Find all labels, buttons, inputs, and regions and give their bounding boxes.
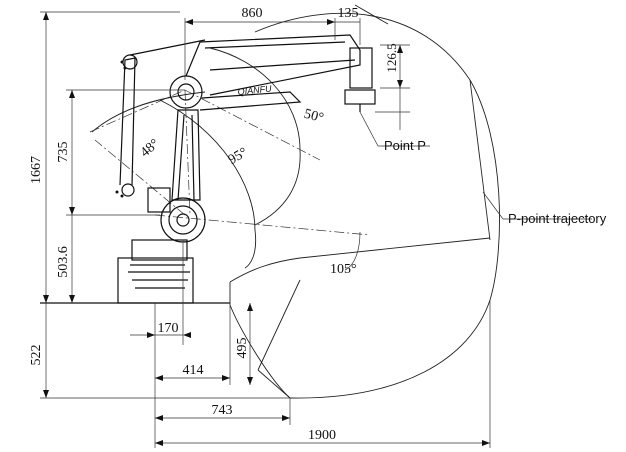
angle-105: 105° <box>330 262 357 277</box>
dim-126-5: 126.5 <box>384 43 399 72</box>
angle-48: 48° <box>138 136 163 160</box>
top-dimensions <box>184 18 410 130</box>
dim-1900: 1900 <box>308 428 336 443</box>
dim-522: 522 <box>29 345 44 366</box>
trajectory-label: P-point trajectory <box>508 211 607 226</box>
angle-50: 50° <box>302 107 325 127</box>
dim-414: 414 <box>183 363 204 378</box>
dim-503-6: 503.6 <box>56 246 71 278</box>
brand-label: QIANFU <box>237 83 272 97</box>
dim-170: 170 <box>158 321 179 336</box>
wrist <box>349 47 373 89</box>
dim-860: 860 <box>242 6 263 21</box>
left-dimensions <box>40 11 290 399</box>
j3-joint <box>169 75 203 109</box>
dim-1667: 1667 <box>29 156 44 184</box>
dim-743: 743 <box>212 403 233 418</box>
point-p-leader <box>359 111 379 147</box>
bottom-dimensions <box>130 240 491 448</box>
lower-arm <box>171 109 201 201</box>
upper-arm <box>185 34 361 96</box>
end-effector <box>344 89 376 105</box>
j2-joint <box>160 197 206 243</box>
palletizing-robot <box>115 34 376 304</box>
angle-95: 95° <box>226 145 250 168</box>
dim-495: 495 <box>235 338 250 359</box>
dim-735: 735 <box>56 142 71 163</box>
dim-135: 135 <box>338 6 359 21</box>
point-p-label: Point P <box>384 138 426 153</box>
trajectory-leader <box>482 191 504 220</box>
parallel-link <box>119 57 136 186</box>
